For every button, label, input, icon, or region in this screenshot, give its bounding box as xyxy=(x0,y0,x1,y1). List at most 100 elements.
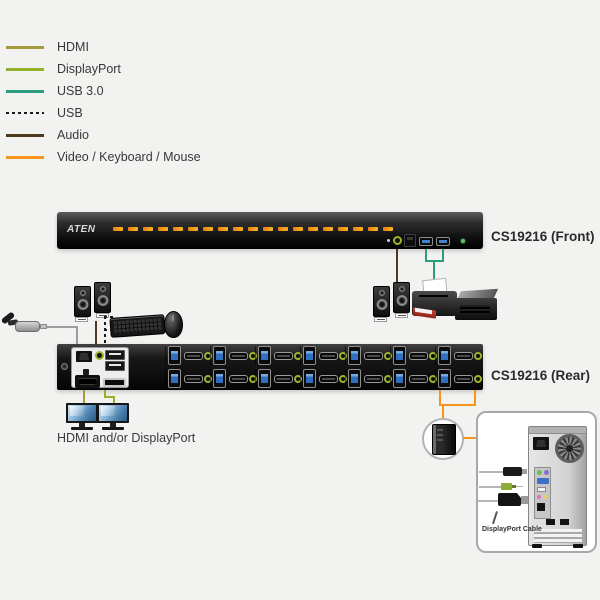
printer xyxy=(412,277,457,322)
video-port xyxy=(364,375,383,383)
usb-cable-line xyxy=(104,316,115,318)
cpu-port-group xyxy=(300,369,347,388)
kvm-rear-panel xyxy=(57,344,483,390)
legend-label: USB xyxy=(57,106,83,120)
front-usb3-port-1 xyxy=(419,237,433,246)
port-button xyxy=(233,227,243,231)
audio-jack xyxy=(249,375,257,383)
displayport-cable-line xyxy=(104,396,115,398)
screw xyxy=(61,363,68,370)
usb-cable-line xyxy=(104,329,113,331)
legend-item-usb: USB xyxy=(6,102,201,124)
video-port xyxy=(409,352,428,360)
port-button xyxy=(173,227,183,231)
port-button xyxy=(278,227,288,231)
legend-label: HDMI xyxy=(57,40,89,54)
usb3-port xyxy=(303,346,316,365)
kvm-cable-line xyxy=(442,404,444,420)
legend-item-hdmi: HDMI xyxy=(6,36,201,58)
video-port xyxy=(364,352,383,360)
port-button xyxy=(368,227,378,231)
cpu-port-group xyxy=(210,369,257,388)
cpu-port-group xyxy=(345,369,392,388)
port-button xyxy=(293,227,303,231)
audio-jack xyxy=(474,352,482,360)
kvm-cable-line xyxy=(439,390,441,406)
port-button xyxy=(308,227,318,231)
legend-label: USB 3.0 xyxy=(57,84,104,98)
cpu-port-group xyxy=(435,346,482,365)
port-button xyxy=(203,227,213,231)
usb3-port xyxy=(438,346,451,365)
video-port xyxy=(319,352,338,360)
front-audio-jack xyxy=(393,236,402,245)
monitors-label: HDMI and/or DisplayPort xyxy=(57,431,196,445)
audio-jack xyxy=(384,375,392,383)
video-port xyxy=(454,352,473,360)
usb3-port xyxy=(168,369,181,388)
kvm-cable-line xyxy=(439,404,476,406)
usb3-port xyxy=(438,369,451,388)
video-port xyxy=(229,375,248,383)
port-button xyxy=(218,227,228,231)
audio-jack xyxy=(204,375,212,383)
cpu-port-group xyxy=(255,346,302,365)
video-port xyxy=(229,352,248,360)
power-cable-line xyxy=(47,326,77,328)
displayport-connector xyxy=(498,493,521,506)
audio-cable xyxy=(479,486,502,488)
audio-jack xyxy=(543,495,547,499)
cpu-port-group xyxy=(345,346,392,365)
cpu-port-group xyxy=(390,346,437,365)
video-port xyxy=(274,352,293,360)
audio-jack xyxy=(204,352,212,360)
audio-cable-line xyxy=(396,249,398,286)
audio-jack xyxy=(474,375,482,383)
expansion-slots xyxy=(534,529,582,543)
usb-connector xyxy=(503,467,522,476)
audio-jack xyxy=(249,352,257,360)
video-port xyxy=(184,352,203,360)
usb-port xyxy=(537,487,546,492)
front-panel-label: CS19216 (Front) xyxy=(491,229,595,244)
audio-jack xyxy=(429,352,437,360)
audio-jack xyxy=(294,352,302,360)
legend-label: DisplayPort xyxy=(57,62,121,76)
displayport-cable-line xyxy=(104,390,106,398)
kvm-cable-line xyxy=(474,390,476,406)
usb3-port xyxy=(348,369,361,388)
video-port xyxy=(319,375,338,383)
aten-logo: ATEN xyxy=(67,224,96,235)
usb3-port xyxy=(258,369,271,388)
speaker xyxy=(373,286,390,317)
audio-jack xyxy=(339,375,347,383)
video-port xyxy=(454,375,473,383)
ps2-port xyxy=(537,470,542,475)
monitor-hdmi xyxy=(66,403,98,431)
legend-item-audio: Audio xyxy=(6,124,201,146)
port-button xyxy=(263,227,273,231)
cpu-port-group xyxy=(390,369,437,388)
video-port xyxy=(274,375,293,383)
speakers-front xyxy=(373,282,413,322)
audio-connector xyxy=(501,483,512,490)
computer-tower-icon xyxy=(432,424,456,455)
audio-jack xyxy=(339,352,347,360)
legend-swatch-hdmi xyxy=(6,45,44,49)
cpu-port-group xyxy=(300,346,347,365)
front-reset-dot xyxy=(387,239,390,242)
cpu-port-group xyxy=(255,369,302,388)
legend-swatch-usb xyxy=(6,112,44,114)
external-drive xyxy=(455,288,499,321)
usb-cable xyxy=(479,471,504,473)
audio-jack xyxy=(294,375,302,383)
usb3-port xyxy=(303,369,316,388)
power-cable-line xyxy=(76,326,78,345)
console-usb-port xyxy=(105,361,125,371)
keyboard xyxy=(109,314,166,338)
displayport-cable-line xyxy=(113,396,115,405)
audio-jack xyxy=(384,352,392,360)
usb3-port xyxy=(348,346,361,365)
